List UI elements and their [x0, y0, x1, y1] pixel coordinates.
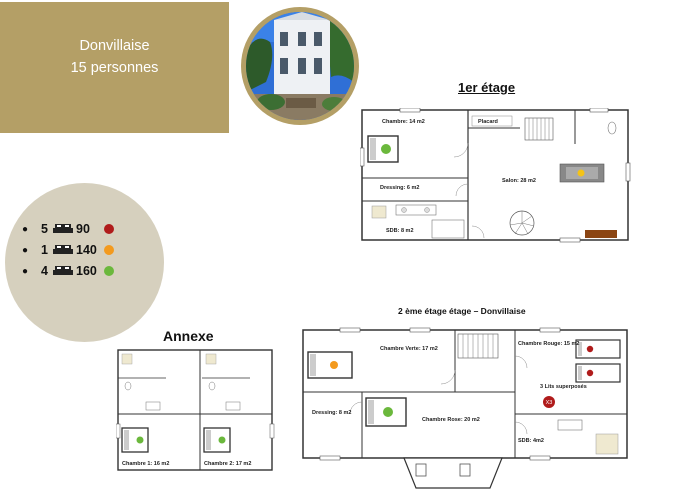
room-sdb: SDB: 8 m2: [386, 228, 414, 234]
legend-row: ● 5 90: [22, 221, 114, 237]
bunk-badge: X3: [546, 400, 553, 406]
bed-width: 140: [76, 243, 97, 257]
red-dot-icon: [104, 224, 114, 234]
bunk-note: 3 Lits superposés: [540, 384, 587, 390]
first-floor-plan: Chambre: 14 m2 Placard Dressing: 6 m2 Sa…: [360, 108, 631, 243]
bullet-icon: ●: [22, 244, 29, 256]
house-name: Donvillaise: [79, 38, 150, 54]
orange-dot-icon: [104, 245, 114, 255]
green-dot-icon: [104, 266, 114, 276]
bullet-icon: ●: [22, 223, 29, 235]
annex-plan: Chambre 1: 16 m2 Chambre 2: 17 m2: [116, 349, 275, 471]
room-dressing: Dressing: 6 m2: [380, 185, 419, 191]
bed-width: 160: [76, 264, 97, 278]
room-placard: Placard: [478, 119, 498, 125]
room-verte: Chambre Verte: 17 m2: [380, 346, 438, 352]
room-rouge: Chambre Rouge: 15 m2: [518, 341, 579, 347]
bed-icon: [53, 245, 73, 254]
bed-icon: [53, 266, 73, 275]
bed-count: 4: [41, 264, 48, 278]
second-floor-plan: X3 Chambre Verte: 17 m2 Chambre Rouge: 1…: [302, 327, 628, 489]
title-card: Donvillaise 15 personnes: [0, 2, 229, 133]
second-floor-title: 2 ème étage étage – Donvillaise: [398, 306, 526, 316]
room-salon: Salon: 28 m2: [502, 178, 536, 184]
bed-legend: [5, 183, 164, 342]
room-chambre: Chambre: 14 m2: [382, 119, 425, 125]
house-photo: [241, 7, 359, 125]
room-annex-2: Chambre 2: 17 m2: [204, 461, 251, 467]
capacity-text: 15 personnes: [70, 60, 159, 76]
legend-row: ● 4 160: [22, 263, 114, 279]
bed-icon: [53, 224, 73, 233]
bullet-icon: ●: [22, 265, 29, 277]
room-rose: Chambre Rose: 20 m2: [422, 417, 480, 423]
room-dressing-2: Dressing: 8 m2: [312, 410, 351, 416]
bed-count: 1: [41, 243, 48, 257]
first-floor-title: 1er étage: [458, 80, 516, 95]
legend-row: ● 1 140: [22, 242, 114, 258]
room-sdb-2: SDB: 4m2: [518, 438, 544, 444]
annex-title: Annexe: [163, 328, 214, 344]
room-annex-1: Chambre 1: 16 m2: [122, 461, 169, 467]
bed-width: 90: [76, 222, 90, 236]
bed-count: 5: [41, 222, 48, 236]
